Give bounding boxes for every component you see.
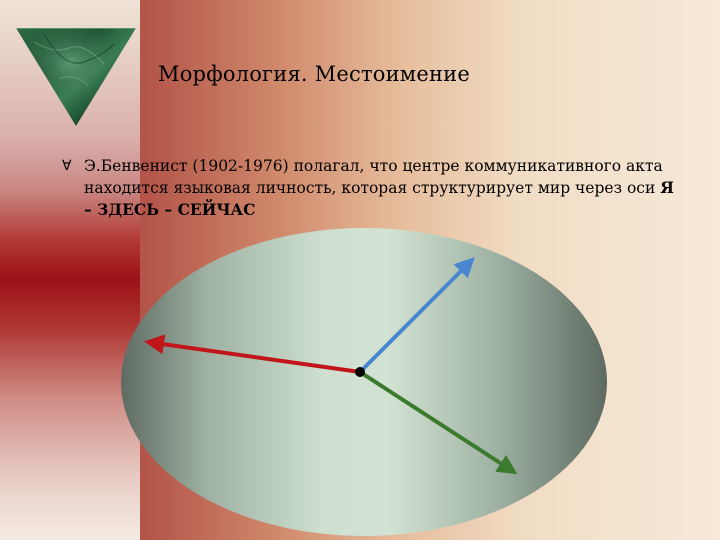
slide-title: Морфология. Местоимение xyxy=(158,62,470,86)
bullet-text-prefix: Э.Бенвенист (1902-1976) полагал, что цен… xyxy=(84,157,663,197)
green-arrow xyxy=(358,370,518,475)
axes-ellipse-diagram xyxy=(121,228,607,536)
red-arrow xyxy=(144,334,361,374)
diagram-ellipse xyxy=(121,228,607,536)
bullet-text-axes: Я – ЗДЕСЬ – СЕЙЧАС xyxy=(84,178,674,219)
bullet-text: Э.Бенвенист (1902-1976) полагал, что цен… xyxy=(84,156,674,221)
green-marble-triangle-icon xyxy=(16,27,136,126)
center-point xyxy=(355,367,365,377)
blue-arrow xyxy=(358,257,475,374)
bullet-marker: ∀ xyxy=(62,158,72,174)
